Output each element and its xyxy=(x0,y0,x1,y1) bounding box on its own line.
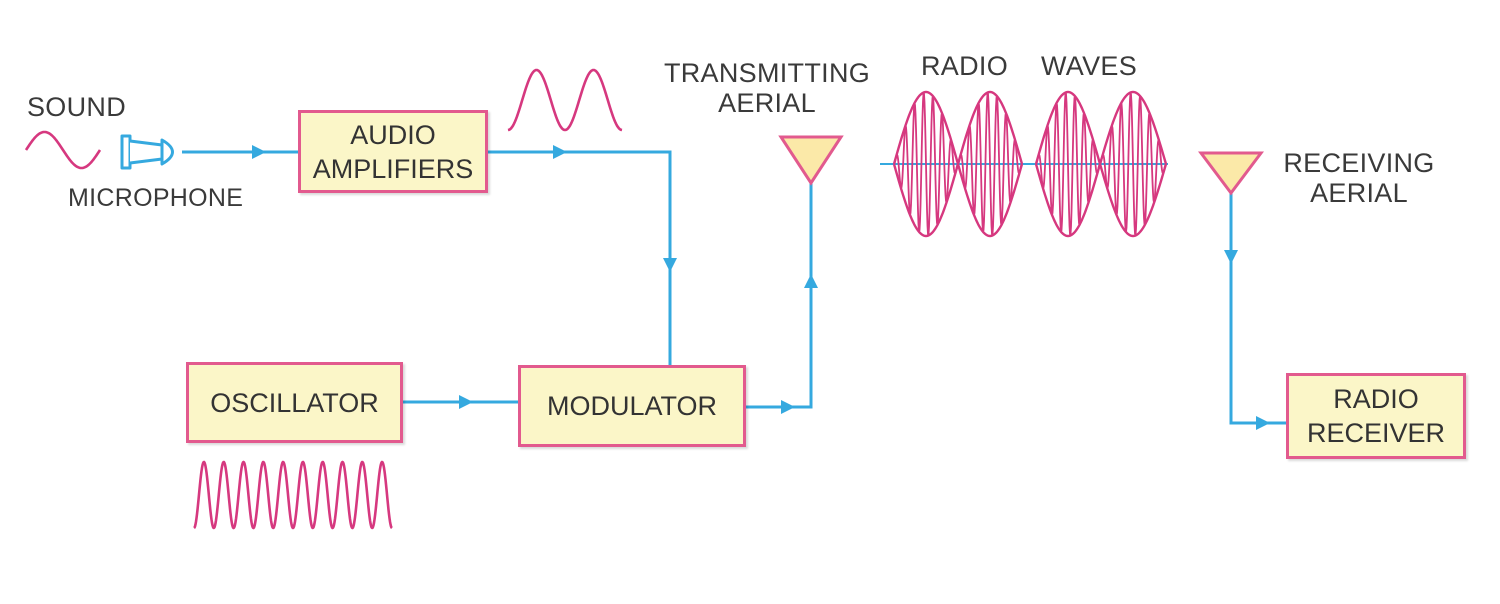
radio-label: RADIO xyxy=(921,51,1009,81)
receiving-aerial-label-line: RECEIVING xyxy=(1283,148,1435,178)
signal-arrows xyxy=(252,145,1270,430)
audio-waveform xyxy=(507,68,623,132)
sound-waveform xyxy=(24,130,102,170)
oscillator-waveform xyxy=(193,460,393,530)
arrow-right-icon xyxy=(459,395,473,409)
sound-label: SOUND xyxy=(27,92,127,122)
radio-wave-envelope xyxy=(892,90,1168,238)
signal-connections xyxy=(182,150,1286,425)
arrow-right-icon xyxy=(252,145,266,159)
arrow-right-icon xyxy=(553,145,567,159)
receiving-aerial-icon xyxy=(1198,151,1264,196)
block-label-line: RECEIVER xyxy=(1306,418,1446,448)
audio-amplifiers-block: AUDIO AMPLIFIERS xyxy=(298,110,488,193)
arrow-down-icon xyxy=(1224,250,1238,264)
radio-receiver-block: RADIO RECEIVER xyxy=(1286,373,1466,459)
aerials xyxy=(778,135,1264,196)
microphone-icon xyxy=(120,134,174,170)
microphone-label: MICROPHONE xyxy=(68,184,244,212)
arrow-down-icon xyxy=(663,258,677,272)
arrow-up-icon xyxy=(804,274,818,288)
transmitting-aerial-label-line: AERIAL xyxy=(718,88,816,118)
oscillator-block: OSCILLATOR xyxy=(186,362,403,443)
block-label-line: MODULATOR xyxy=(546,391,717,421)
modulator-to-transmitting-aerial-line xyxy=(746,183,813,409)
receiving-aerial-to-radio-receiver-line xyxy=(1229,193,1286,425)
block-label-line: AUDIO xyxy=(350,119,436,150)
arrow-right-icon xyxy=(1256,416,1270,430)
radio-wave-carrier xyxy=(893,91,1167,237)
waves-label: WAVES xyxy=(1041,51,1138,81)
block-label-line: OSCILLATOR xyxy=(210,387,379,418)
block-label-line: RADIO xyxy=(1333,384,1419,414)
receiving-aerial-label-line: AERIAL xyxy=(1310,178,1408,208)
transmitting-aerial-label-line: TRANSMITTING xyxy=(663,58,871,88)
modulator-block: MODULATOR xyxy=(518,365,746,447)
arrow-right-icon xyxy=(781,400,795,414)
block-label-line: AMPLIFIERS xyxy=(312,153,474,184)
waveforms xyxy=(24,68,1168,530)
receiving-aerial-label: RECEIVING AERIAL xyxy=(1283,148,1434,208)
audio-amplifiers-to-modulator-line xyxy=(488,150,672,365)
transmitting-aerial-label: TRANSMITTING AERIAL xyxy=(664,58,870,118)
transmitting-aerial-icon xyxy=(778,135,844,186)
